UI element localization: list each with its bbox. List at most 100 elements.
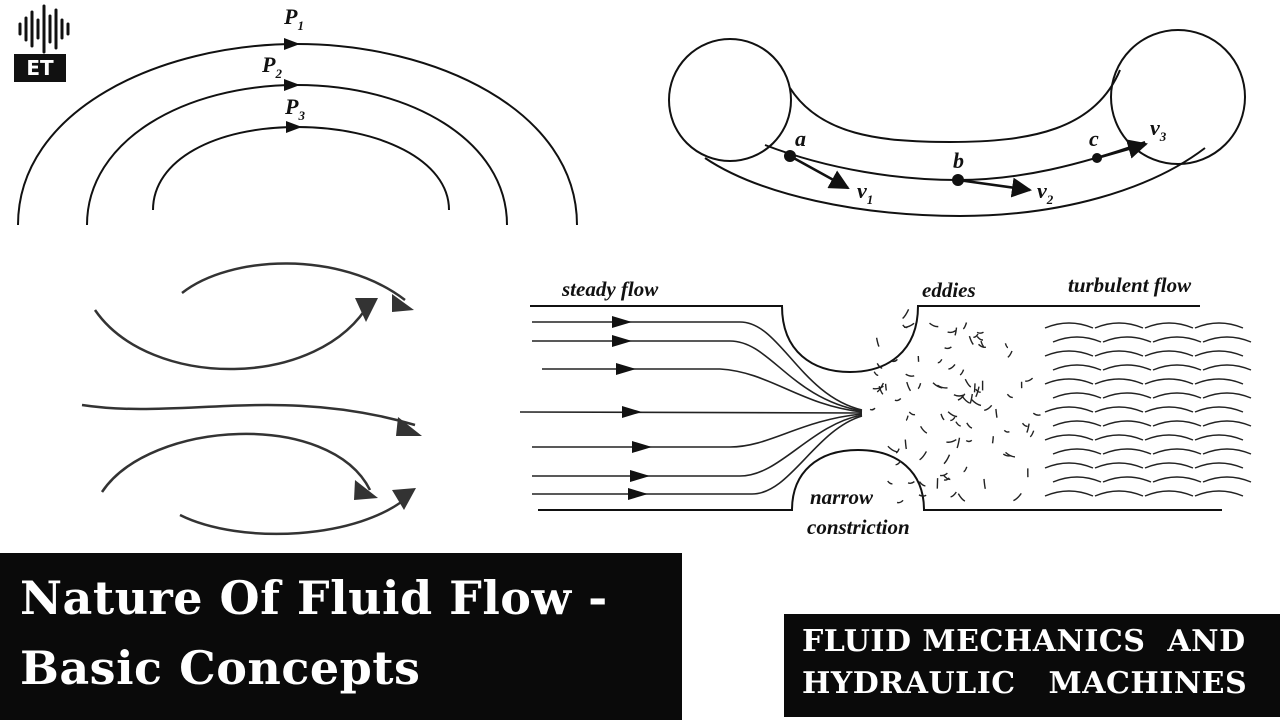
eddy-mark xyxy=(975,386,980,398)
turbulent-arc xyxy=(1094,462,1144,469)
turbulent-arc xyxy=(1102,476,1152,483)
turbulent-arc xyxy=(1202,392,1252,399)
subject-line-1: FLUID MECHANICS AND xyxy=(802,624,1246,659)
eddy-mark xyxy=(1003,429,1010,433)
eddy-mark xyxy=(937,384,948,389)
eddy-mark xyxy=(869,407,876,411)
turbulent-arc xyxy=(1152,336,1202,343)
eddy-mark xyxy=(984,404,993,411)
turbulent-arc xyxy=(1102,364,1152,371)
eddy-mark xyxy=(891,358,898,363)
turbulent-arc xyxy=(1202,336,1252,343)
eddy-mark xyxy=(954,327,958,336)
turbulent-arc xyxy=(1044,490,1094,497)
turbulent-arcs xyxy=(1044,322,1252,497)
eddy-mark xyxy=(919,425,928,434)
title-banner: Nature Of Fluid Flow - Basic Concepts xyxy=(0,553,682,720)
subject-line-2: HYDRAULIC MACHINES xyxy=(802,666,1248,701)
label-a: a xyxy=(795,126,806,151)
turbulent-arc xyxy=(1202,476,1252,483)
eddy-mark xyxy=(894,397,902,402)
eddy-mark xyxy=(1025,377,1034,382)
streamline-p3 xyxy=(152,125,450,211)
eddy-mark xyxy=(947,411,958,418)
steady-streamlines xyxy=(519,321,863,495)
subject-banner: FLUID MECHANICS AND HYDRAULIC MACHINES xyxy=(784,614,1280,717)
turbulent-arc xyxy=(1102,392,1152,399)
flow-curve-arrowheads xyxy=(354,294,422,510)
eddy-mark xyxy=(973,333,979,338)
turbulent-arc xyxy=(1194,490,1244,497)
turbulent-arc xyxy=(1194,406,1244,413)
turbulent-arc xyxy=(1102,448,1152,455)
turbulent-arc xyxy=(1094,434,1144,441)
turbulent-arc xyxy=(1152,420,1202,427)
eddy-mark xyxy=(1013,492,1022,502)
eddy-mark xyxy=(957,393,966,401)
curved-pipe xyxy=(668,29,1246,218)
title-line-1: Nature Of Fluid Flow - xyxy=(20,571,608,625)
eddy-mark xyxy=(950,416,956,422)
logo-text: ET xyxy=(14,54,66,82)
eddy-mark xyxy=(905,373,915,377)
label-v1: v1 xyxy=(857,178,873,207)
eddy-mark xyxy=(895,460,902,466)
turbulent-arc xyxy=(1194,378,1244,385)
turbulent-arc xyxy=(1094,322,1144,329)
eddy-mark xyxy=(950,491,957,498)
turbulent-arc xyxy=(1202,420,1252,427)
eddy-mark xyxy=(1029,430,1035,438)
flow-curves xyxy=(81,262,416,536)
streamline-p1 xyxy=(17,42,578,226)
eddy-mark xyxy=(978,343,986,348)
turbulent-arc xyxy=(1094,490,1144,497)
turbulent-arc xyxy=(1102,336,1152,343)
eddy-mark xyxy=(976,335,984,341)
turbulent-arc xyxy=(1194,462,1244,469)
turbulent-arc xyxy=(1044,378,1094,385)
turbulent-arc xyxy=(1194,322,1244,329)
eddy-mark xyxy=(917,383,922,390)
eddy-mark xyxy=(947,330,957,334)
constriction-walls xyxy=(530,305,1222,511)
label-steady-flow: steady flow xyxy=(561,277,659,301)
eddy-mark xyxy=(875,337,880,347)
streamline-arrows xyxy=(284,38,302,133)
eddy-mark xyxy=(971,399,982,407)
eddy-mark xyxy=(948,363,956,370)
turbulent-arc xyxy=(1144,322,1194,329)
turbulent-arc xyxy=(1052,336,1102,343)
label-b: b xyxy=(953,148,964,173)
label-c: c xyxy=(1089,126,1099,151)
eddy-mark xyxy=(962,322,968,330)
eddy-mark xyxy=(905,415,909,421)
streamline-arcs xyxy=(17,42,578,226)
label-p1: P1 xyxy=(283,4,304,33)
turbulent-arc xyxy=(1052,392,1102,399)
turbulent-arc xyxy=(1052,476,1102,483)
label-constriction: constriction xyxy=(807,515,910,539)
turbulent-arc xyxy=(1144,350,1194,357)
turbulent-arc xyxy=(1144,434,1194,441)
turbulent-arc xyxy=(1094,406,1144,413)
eddy-mark xyxy=(955,421,961,427)
eddy-mark xyxy=(943,454,951,465)
turbulent-arc xyxy=(1202,364,1252,371)
eddy-mark xyxy=(1005,451,1016,458)
turbulent-arc xyxy=(1144,406,1194,413)
eddy-mark xyxy=(876,363,883,369)
eddy-mark xyxy=(896,499,904,504)
eddy-mark xyxy=(884,383,888,391)
soundwave-icon xyxy=(18,4,70,54)
eddy-mark xyxy=(907,481,915,484)
label-v2: v2 xyxy=(1037,178,1054,207)
turbulent-arc xyxy=(1152,364,1202,371)
turbulent-arc xyxy=(1052,420,1102,427)
eddy-mark xyxy=(966,422,973,429)
eddy-mark xyxy=(965,439,973,443)
label-v3: v3 xyxy=(1150,115,1167,144)
label-turbulent-flow: turbulent flow xyxy=(1068,273,1192,297)
eddy-mark xyxy=(1026,423,1030,433)
eddy-mark xyxy=(991,436,994,444)
eddy-mark xyxy=(1007,350,1013,358)
